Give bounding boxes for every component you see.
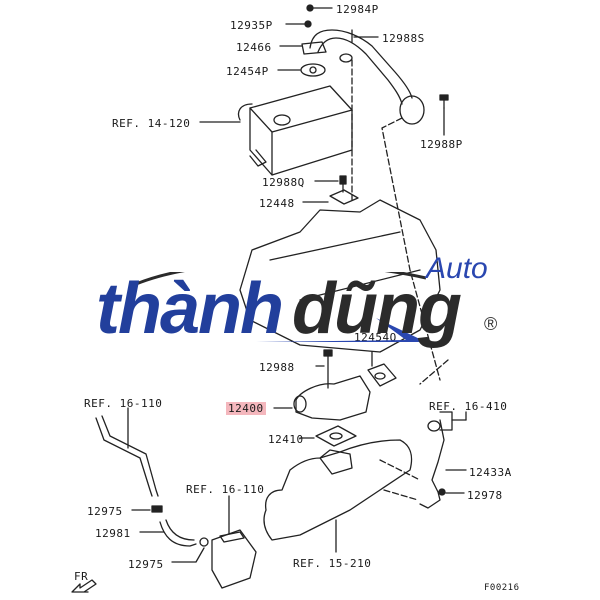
part-label-12400-highlighted[interactable]: 12400 — [226, 402, 266, 415]
part-label-12935P[interactable]: 12935P — [230, 19, 273, 32]
figure-code: F00216 — [484, 583, 520, 593]
part-label-12988P[interactable]: 12988P — [420, 138, 463, 151]
part-label-12988S[interactable]: 12988S — [382, 32, 425, 45]
part-label-12984P[interactable]: 12984P — [336, 3, 379, 16]
part-label-12454P[interactable]: 12454P — [226, 65, 269, 78]
part-label-12448[interactable]: 12448 — [259, 197, 295, 210]
ref-label-14-120[interactable]: REF. 14-120 — [112, 117, 191, 130]
part-label-12466[interactable]: 12466 — [236, 41, 272, 54]
front-direction-label: FR — [74, 570, 89, 583]
ref-label-16-410[interactable]: REF. 16-410 — [429, 400, 508, 413]
part-label-12988[interactable]: 12988 — [259, 361, 295, 374]
part-label-12433A[interactable]: 12433A — [469, 466, 512, 479]
ref-label-16-110-lower[interactable]: REF. 16-110 — [186, 483, 265, 496]
part-label-12978[interactable]: 12978 — [467, 489, 503, 502]
part-label-12454Q[interactable]: 12454Q — [354, 331, 397, 344]
part-label-12975-lower[interactable]: 12975 — [128, 558, 164, 571]
part-label-12410[interactable]: 12410 — [268, 433, 304, 446]
ref-label-15-210[interactable]: REF. 15-210 — [293, 557, 372, 570]
ref-label-16-110-upper[interactable]: REF. 16-110 — [84, 397, 163, 410]
part-label-12981[interactable]: 12981 — [95, 527, 131, 540]
part-label-12988Q[interactable]: 12988Q — [262, 176, 305, 189]
part-label-12975-upper[interactable]: 12975 — [87, 505, 123, 518]
